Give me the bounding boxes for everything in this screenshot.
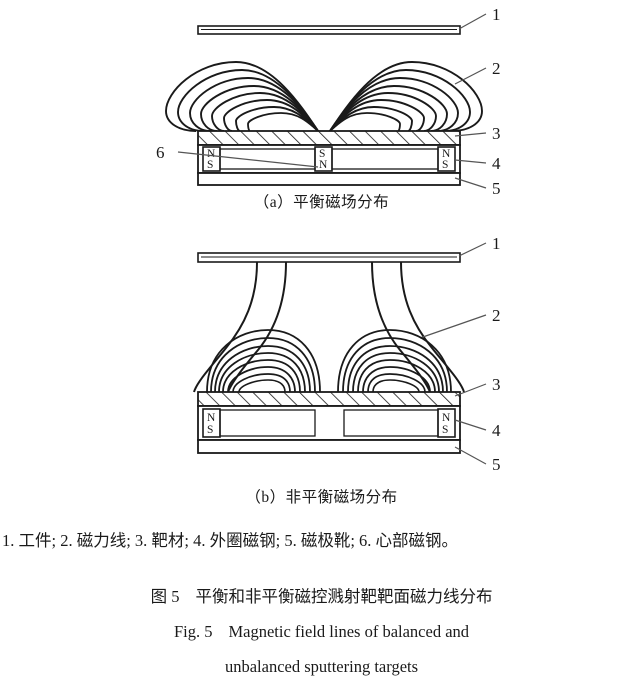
panel-b-field-lines-left-arches: [206, 329, 321, 393]
panel-a-leader-1: [458, 13, 487, 30]
panel-b-leader-3: [454, 383, 487, 397]
panel-a-field-lines-left: [165, 61, 319, 132]
panel-a-leader-5: [454, 177, 487, 189]
figure-english-label: Fig. 5: [173, 622, 213, 641]
panel-a-workpiece: [197, 25, 461, 35]
panel-b-leader-2: [419, 314, 487, 339]
figure-caption-english-text1: Magnetic field lines of balanced and: [228, 622, 470, 641]
panel-b-leader-5: [454, 446, 487, 465]
figure-caption-chinese-text: 平衡和非平衡磁控溅射靶靶面磁力线分布: [195, 587, 493, 606]
panel-a-leader-4: [454, 159, 487, 164]
panel-a-magnet-row: N S S N N S: [197, 144, 461, 174]
panel-a-leader-3: [454, 132, 487, 137]
figure-caption-english-line1: Fig. 5 Magnetic field lines of balanced a…: [0, 622, 643, 642]
panel-b-magnet-outer-left-bottom: S: [207, 424, 213, 436]
panel-b: 1 2: [193, 234, 501, 474]
panel-b-magnet-outer-right-bottom: S: [442, 424, 448, 436]
panel-a-magnet-core-bottom: N: [319, 159, 328, 171]
panel-b-ref-1: 1: [492, 234, 501, 253]
panel-a-ref-4: 4: [492, 154, 501, 173]
panel-b-subcaption: （b）非平衡磁场分布: [245, 489, 398, 506]
panel-b-field-lines-open: [193, 261, 465, 393]
panel-a-field-lines-right: [329, 61, 483, 132]
figure-caption-english-line2: unbalanced sputtering targets: [224, 657, 419, 676]
panel-b-ref-5: 5: [492, 455, 501, 474]
panel-a-ref-6: 6: [156, 143, 165, 162]
panel-b-target-material: [197, 391, 461, 407]
panel-a-subcaption: （a）平衡磁场分布: [253, 194, 390, 211]
figure-caption-chinese: 图 5 平衡和非平衡磁控溅射靶靶面磁力线分布: [0, 583, 643, 607]
panel-b-ref-2: 2: [492, 306, 501, 325]
panel-a-ref-3: 3: [492, 124, 501, 143]
figure-legend: 1. 工件; 2. 磁力线; 3. 靶材; 4. 外圈磁钢; 5. 磁极靴; 6…: [2, 531, 459, 550]
panel-b-ref-4: 4: [492, 421, 501, 440]
panel-a-magnet-outer-left-bottom: S: [207, 159, 213, 171]
panel-b-pole-shoe: [197, 439, 461, 454]
magnetron-sputtering-diagram: 1: [156, 5, 501, 474]
panel-b-magnet-outer-left-top: N: [207, 412, 216, 424]
panel-a-magnet-outer-left-top: N: [207, 148, 216, 160]
panel-a-leader-6: [177, 151, 319, 168]
panel-a-leader-2: [454, 67, 487, 85]
panel-a-ref-1: 1: [492, 5, 501, 24]
panel-a-ref-2: 2: [492, 59, 501, 78]
panel-a-pole-shoe: [197, 172, 461, 186]
panel-a-magnet-outer-right-bottom: S: [442, 159, 448, 171]
panel-b-magnet-outer-right-top: N: [442, 412, 451, 424]
panel-a-target-material: [197, 130, 461, 146]
panel-b-workpiece: [197, 252, 461, 263]
panel-a-magnet-core-top: S: [319, 148, 325, 160]
panel-b-leader-1: [458, 242, 487, 257]
panel-b-leader-4: [454, 419, 487, 431]
panel-a-ref-5: 5: [492, 179, 501, 198]
panel-a-magnet-outer-right-top: N: [442, 148, 451, 160]
panel-b-magnet-row: N S N S: [197, 405, 461, 441]
panel-b-field-lines-right-arches: [337, 329, 452, 393]
figure-number: 图 5: [150, 587, 180, 606]
panel-b-ref-3: 3: [492, 375, 501, 394]
panel-a: 1: [156, 5, 501, 198]
